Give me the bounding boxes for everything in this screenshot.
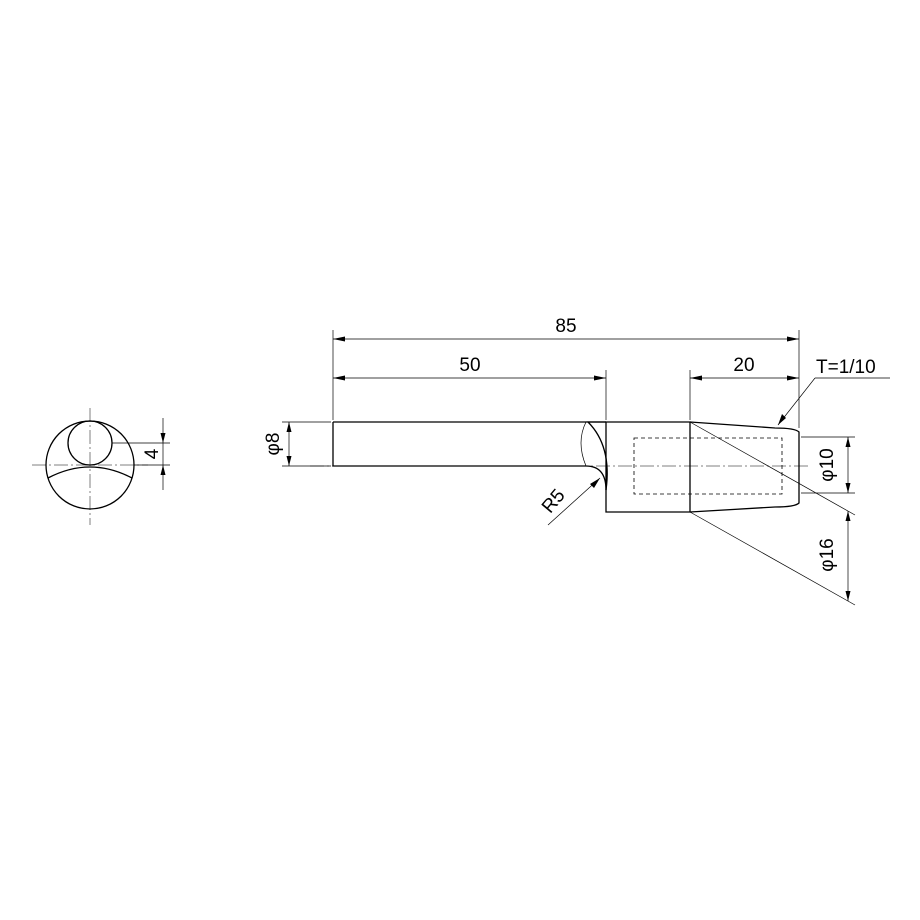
body-diameter-label: φ16 <box>817 538 838 571</box>
dimension-50: 50 <box>333 355 607 420</box>
side-view <box>310 421 810 513</box>
radius-label: R5 <box>538 485 570 517</box>
tip-diameter-label: φ10 <box>817 448 838 481</box>
overall-length-label: 85 <box>555 316 576 337</box>
end-view: 4 <box>32 408 170 525</box>
overall-arrow-right <box>787 336 799 342</box>
tip-dia-arrow-top <box>845 437 851 447</box>
dimension-phi10: φ10 <box>801 436 855 494</box>
end-view-cut-arc <box>47 466 133 479</box>
cut-curve <box>586 421 608 491</box>
taper-length-label: 20 <box>733 355 754 376</box>
taper-leader-arrow <box>778 414 786 425</box>
body-outline <box>605 421 691 513</box>
fillet-edge <box>580 421 587 467</box>
end-offset-arrow-bottom <box>160 465 166 475</box>
shank-diameter-label: φ8 <box>263 433 284 456</box>
body-dia-ext-bottom <box>689 511 856 606</box>
body-dia-arrow-top <box>845 511 851 521</box>
dimension-phi8: φ8 <box>263 421 331 467</box>
taper-arrow-right <box>787 375 799 381</box>
shank-arrow-left <box>333 375 345 381</box>
shank-length-label: 50 <box>459 355 480 376</box>
dimension-phi16: φ16 <box>689 421 856 606</box>
dimension-85: 85 <box>332 316 800 428</box>
shank-dia-arrow-top <box>286 422 292 432</box>
radius-callout: R5 <box>538 477 601 526</box>
shank-outline <box>332 421 606 467</box>
taper-outline <box>689 421 800 513</box>
body-dia-arrow-bottom <box>845 591 851 601</box>
shank-dia-arrow-bottom <box>286 456 292 466</box>
body-dia-ext-top <box>689 421 856 516</box>
radius-leader-arrow <box>590 478 600 488</box>
radius-fillet <box>585 465 607 491</box>
shank-arrow-right <box>594 375 606 381</box>
taper-arrow-left <box>690 375 702 381</box>
taper-callout: T=1/10 <box>777 357 890 426</box>
taper-ratio-label: T=1/10 <box>816 357 876 378</box>
tip-dia-arrow-bottom <box>845 483 851 493</box>
dimension-20: 20 <box>689 355 799 420</box>
overall-arrow-left <box>333 336 345 342</box>
end-offset-arrow-top <box>160 433 166 443</box>
radius-leader <box>547 477 601 526</box>
end-offset-label: 4 <box>142 448 163 459</box>
